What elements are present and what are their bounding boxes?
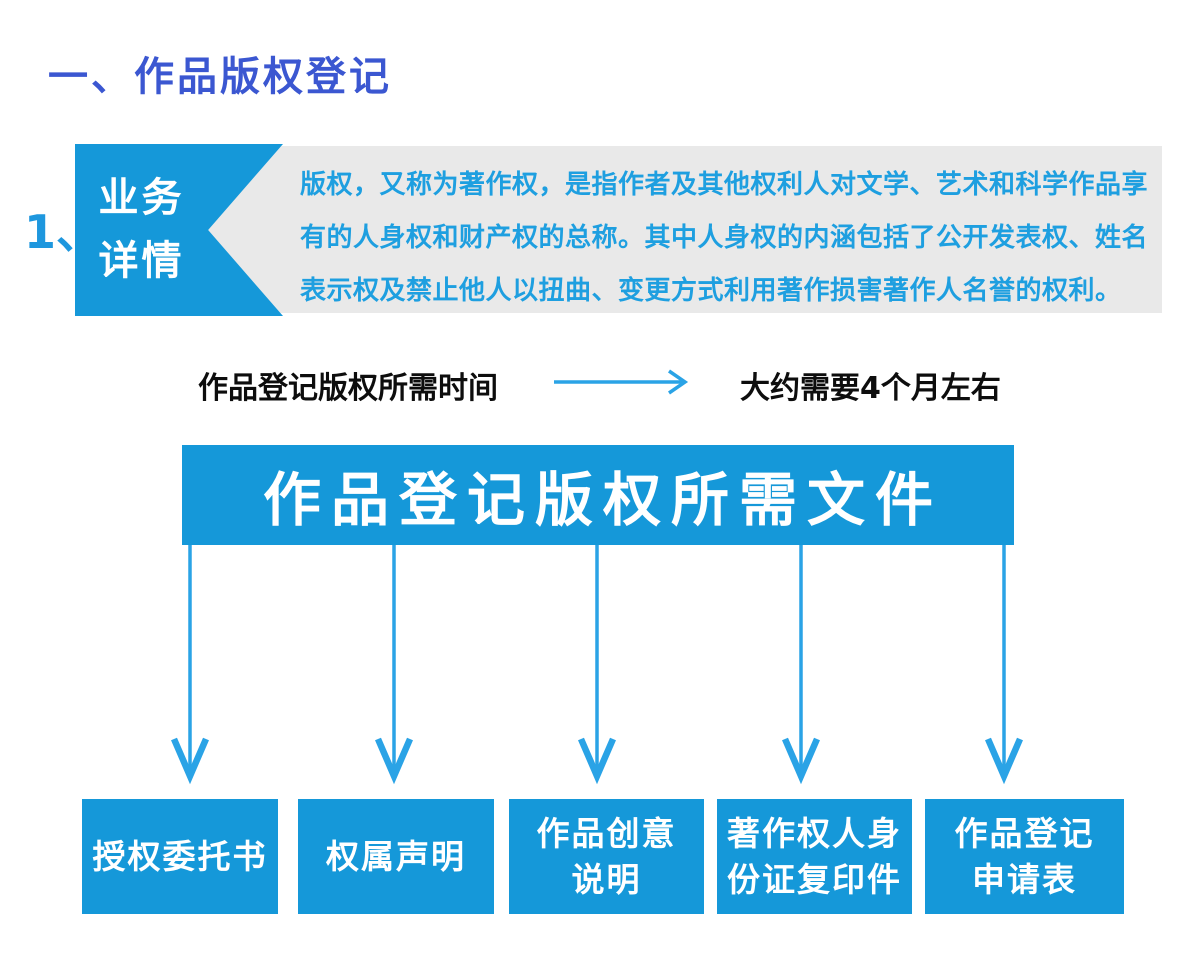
down-arrow-icon [578, 545, 616, 785]
file-box-label: 说明 [571, 859, 642, 899]
time-question-label: 作品登记版权所需时间 [198, 371, 498, 406]
page-title: 一、作品版权登记 [48, 54, 392, 100]
file-box-ownership-statement: 权属声明 [298, 799, 494, 914]
down-arrow-icon [375, 545, 413, 785]
tag-line-1: 业务 [98, 175, 185, 221]
file-box-label: 著作权人身 [727, 813, 902, 853]
file-box-creative-description: 作品创意 说明 [509, 799, 704, 914]
file-box-label: 份证复印件 [727, 859, 902, 899]
down-arrow-icon [985, 545, 1023, 785]
file-box-label: 申请表 [972, 859, 1077, 899]
file-box-authorization-letter: 授权委托书 [82, 799, 278, 914]
required-files-banner: 作品登记版权所需文件 [182, 445, 1014, 545]
file-box-registration-form: 作品登记 申请表 [925, 799, 1124, 914]
down-arrow-icon [782, 545, 820, 785]
down-arrow-icon [171, 545, 209, 785]
time-answer-label: 大约需要4个月左右 [740, 371, 1001, 406]
right-arrow-icon [554, 369, 689, 395]
file-box-label: 作品登记 [954, 813, 1095, 853]
description-line-1: 版权，又称为著作权，是指作者及其他权利人对文学、艺术和科学作品享 [300, 170, 1149, 200]
tag-line-2: 详情 [98, 238, 185, 284]
file-box-id-copy: 著作权人身 份证复印件 [717, 799, 912, 914]
description-line-3: 表示权及禁止他人以扭曲、变更方式利用著作损害著作人名誉的权利。 [300, 276, 1122, 306]
banner-title: 作品登记版权所需文件 [262, 466, 943, 534]
file-box-label: 授权委托书 [92, 836, 268, 876]
file-box-label: 权属声明 [326, 836, 466, 876]
file-box-label: 作品创意 [536, 813, 677, 853]
description-line-2: 有的人身权和财产权的总称。其中人身权的内涵包括了公开发表权、姓名 [300, 223, 1149, 253]
